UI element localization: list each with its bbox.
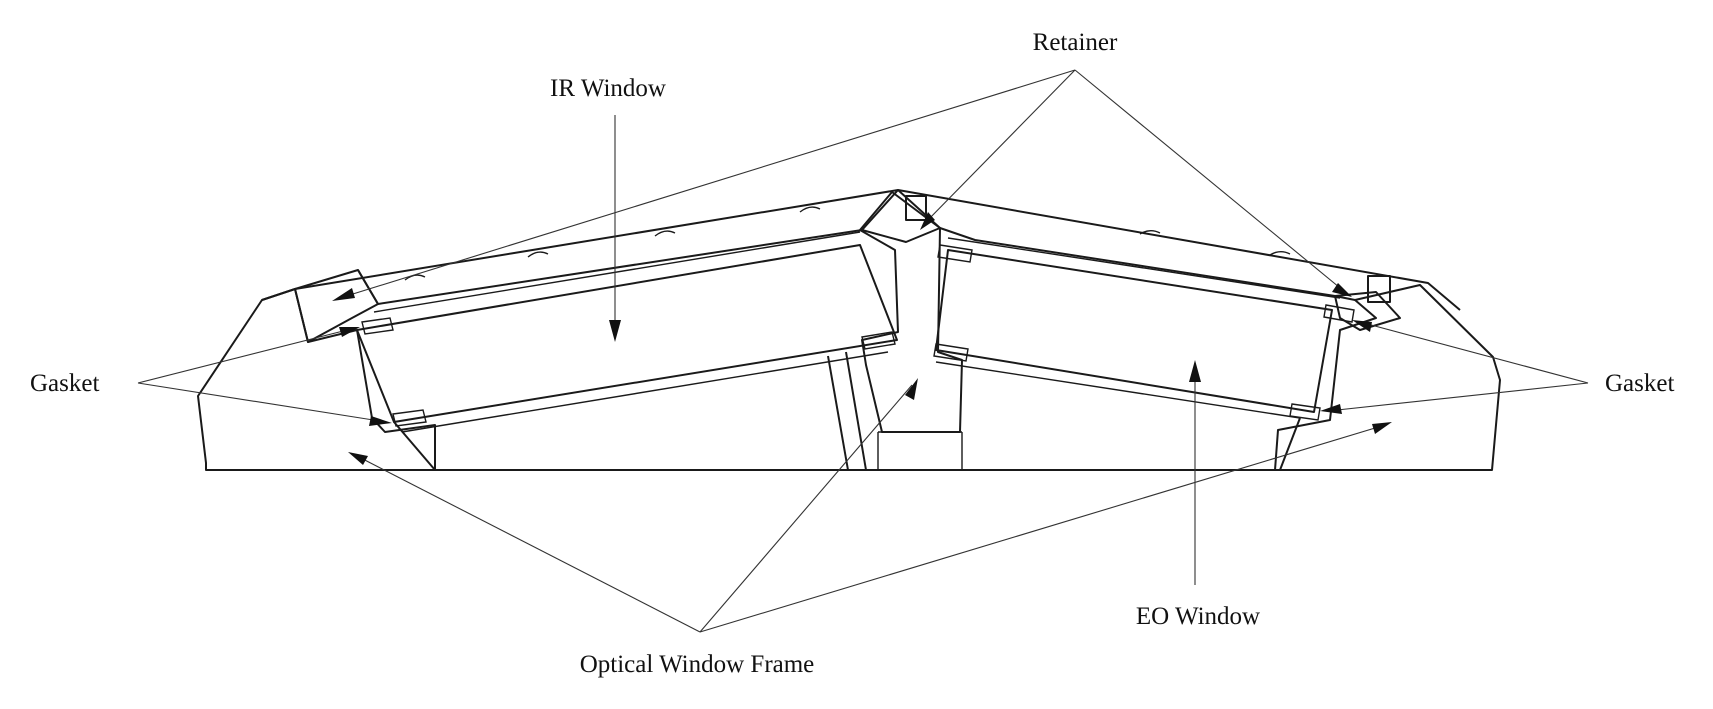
arrow-gasket-right-bottom xyxy=(1320,404,1342,414)
arrow-frame-left xyxy=(348,452,368,465)
label-retainer: Retainer xyxy=(1033,29,1118,56)
arrowheads xyxy=(332,212,1392,465)
arrow-frame-center xyxy=(905,378,918,400)
frame-right-section xyxy=(1274,284,1501,471)
arrow-gasket-left-bottom xyxy=(369,416,392,426)
arrow-retainer-right xyxy=(1332,283,1352,297)
arrow-gasket-left-top xyxy=(339,327,360,337)
arrow-retainer-center xyxy=(920,212,935,230)
gaskets xyxy=(361,244,1355,427)
arrow-frame-right xyxy=(1372,422,1392,434)
arrow-gasket-right-top xyxy=(1352,320,1372,332)
label-gasket-right: Gasket xyxy=(1605,370,1674,397)
cavity-lines xyxy=(206,351,1492,471)
eo-window xyxy=(935,237,1341,419)
label-ir-window: IR Window xyxy=(550,75,666,102)
ir-window xyxy=(356,231,898,433)
arrow-ir-window xyxy=(609,320,621,342)
labels: Retainer IR Window Gasket Gasket EO Wind… xyxy=(30,29,1674,678)
leader-lines xyxy=(137,69,1589,633)
label-eo-window: EO Window xyxy=(1136,603,1260,630)
label-optical-window-frame: Optical Window Frame xyxy=(580,651,815,678)
label-gasket-left: Gasket xyxy=(30,370,99,397)
arrow-retainer-left xyxy=(332,288,355,301)
outer-cover xyxy=(261,189,1461,331)
arrow-eo-window xyxy=(1189,360,1201,382)
